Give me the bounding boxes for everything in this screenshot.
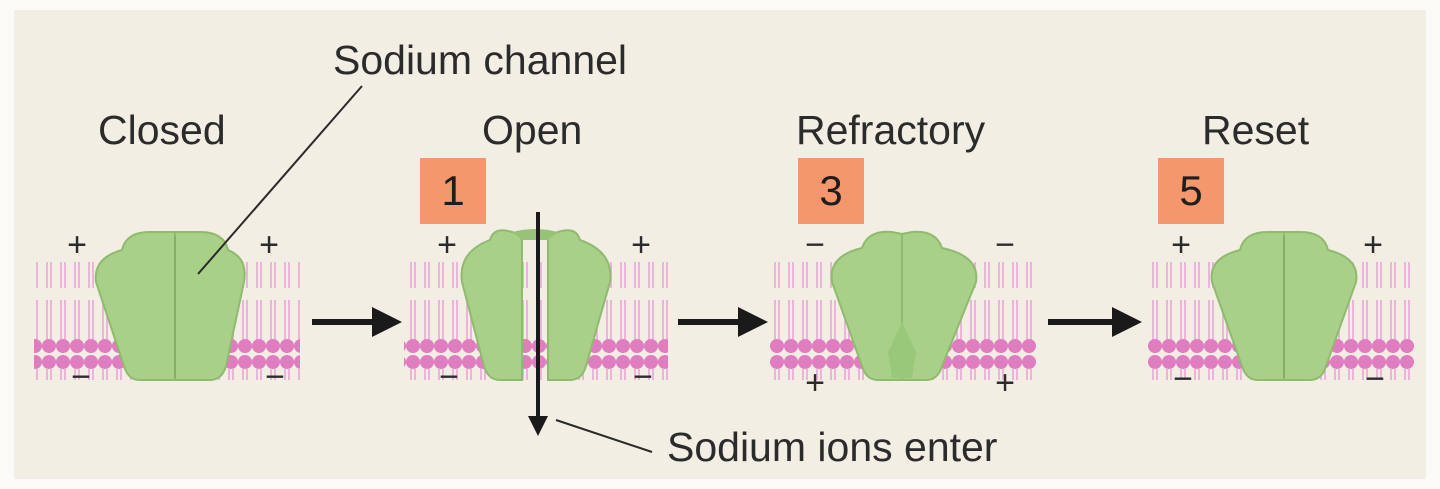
charge-sign-open-top-right: + <box>631 226 651 264</box>
charge-sign-closed-top-right: + <box>259 226 279 264</box>
sodium-channel-label: Sodium channel <box>333 37 628 83</box>
step-badge-1: 1 <box>420 158 486 224</box>
step-badge-3: 3 <box>798 158 864 224</box>
charge-sign-refractory-bottom-right: + <box>995 364 1015 402</box>
charge-sign-reset-bottom-right: − <box>1365 360 1385 398</box>
charge-sign-open-bottom-right: − <box>633 358 653 396</box>
stage-title-reset: Reset <box>1202 107 1310 153</box>
charge-sign-reset-bottom-left: − <box>1173 360 1193 398</box>
stage-title-closed: Closed <box>98 107 226 153</box>
charge-sign-refractory-bottom-left: + <box>805 364 825 402</box>
charge-sign-reset-top-left: + <box>1171 226 1191 264</box>
step-badge-5: 5 <box>1158 158 1224 224</box>
channel-open <box>460 229 612 381</box>
charge-sign-closed-bottom-right: − <box>265 358 285 396</box>
stage-title-refractory: Refractory <box>796 107 986 153</box>
channel-closed <box>94 231 246 381</box>
charge-sign-reset-top-right: + <box>1363 226 1383 264</box>
sodium-ions-label: Sodium ions enter <box>667 424 998 470</box>
diagram-panel <box>14 10 1426 479</box>
charge-sign-open-top-left: + <box>437 226 457 264</box>
sodium-channel-leader <box>197 85 363 275</box>
charge-sign-refractory-top-left: − <box>805 226 825 264</box>
charge-sign-closed-top-left: + <box>67 226 87 264</box>
charge-sign-closed-bottom-left: − <box>71 358 91 396</box>
charge-sign-open-bottom-left: − <box>439 358 459 396</box>
charge-sign-refractory-top-right: − <box>995 226 1015 264</box>
sodium-ions-leader <box>555 419 653 453</box>
channel-reset <box>1210 231 1358 381</box>
stage-title-open: Open <box>482 107 583 153</box>
channel-refractory <box>830 230 978 381</box>
